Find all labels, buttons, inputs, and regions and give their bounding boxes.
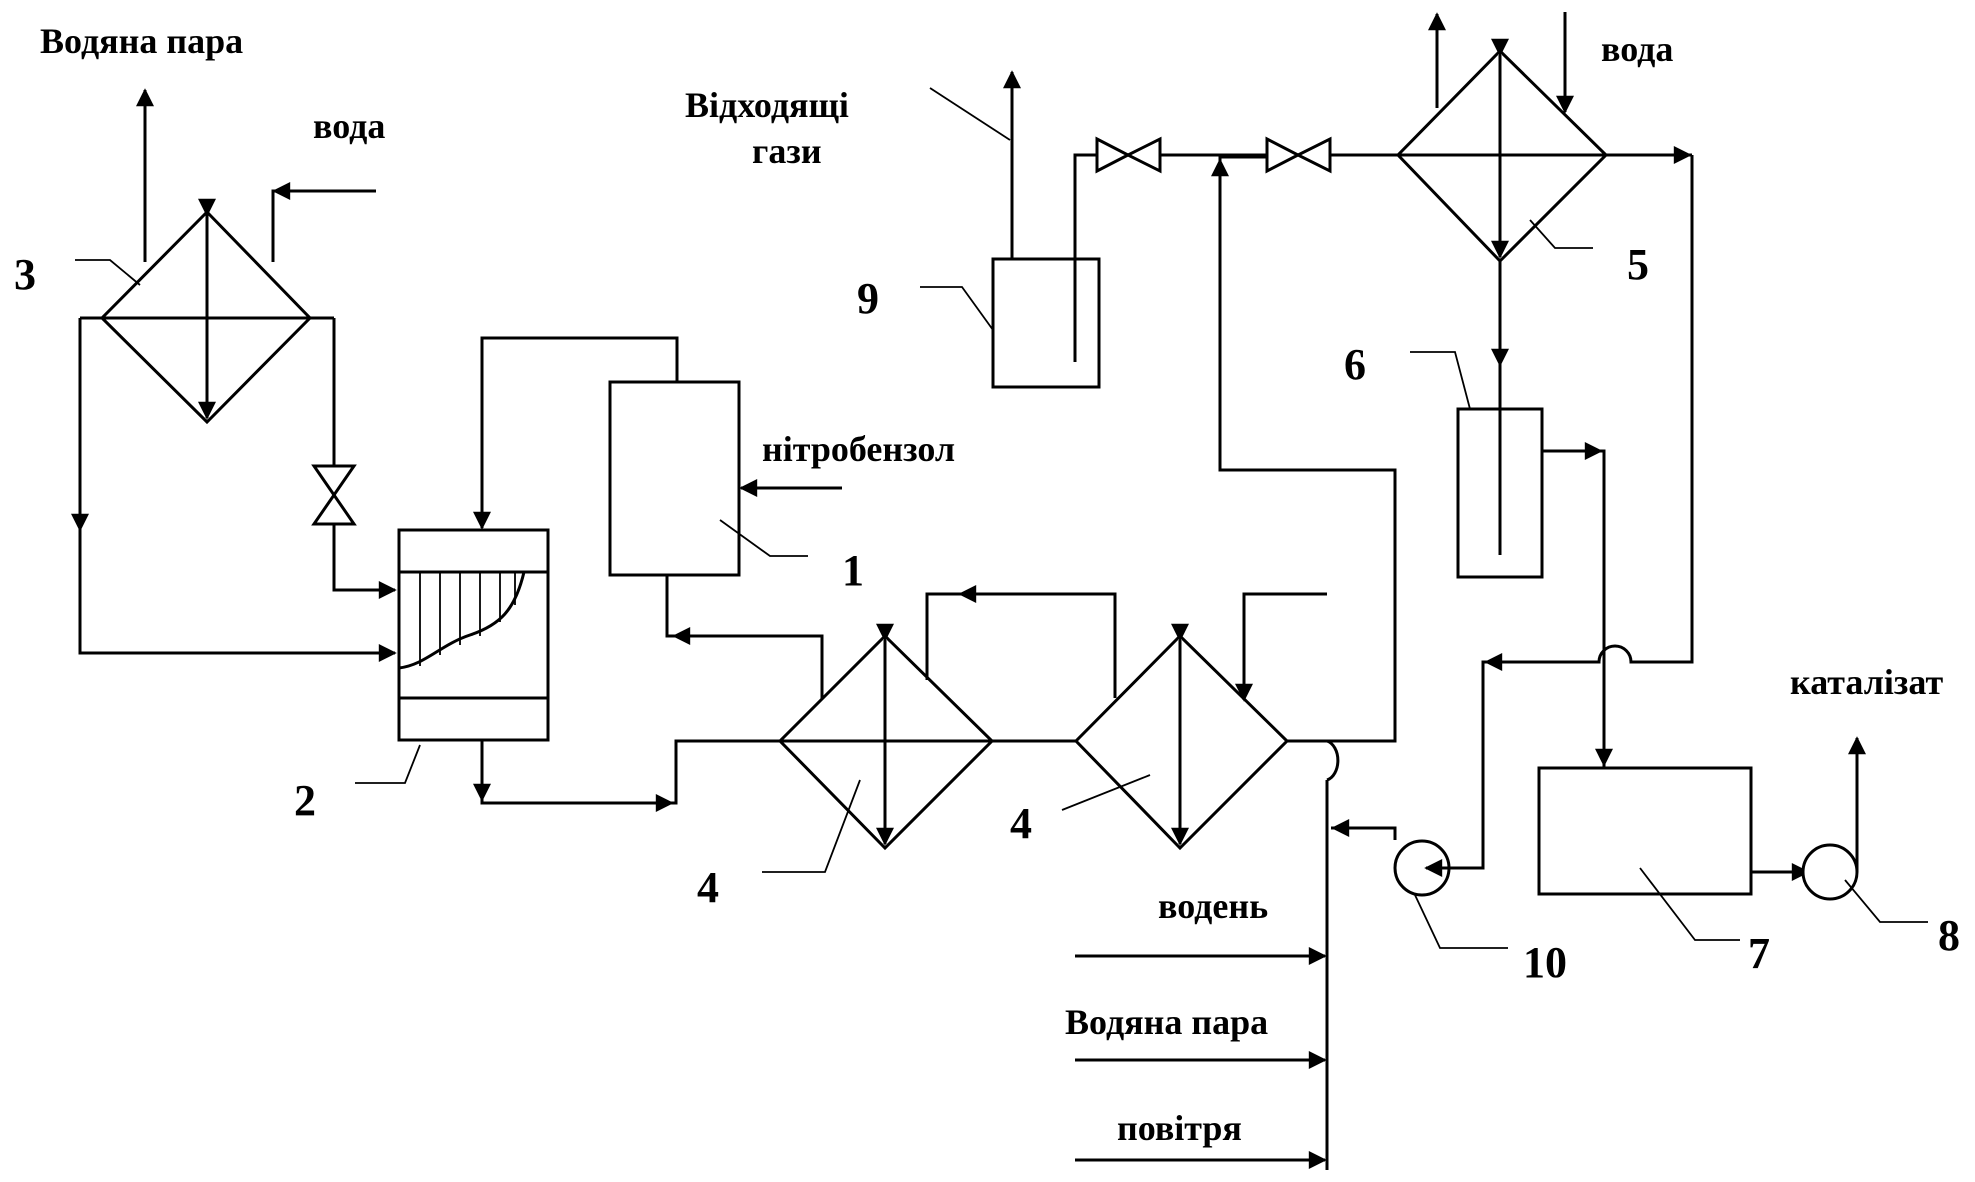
- equipment-number-9: 9: [857, 274, 879, 323]
- equipment-number-4b: 4: [1010, 799, 1032, 848]
- line-4a-4b-top: [925, 592, 1117, 698]
- evaporator-1: [608, 380, 741, 577]
- pump-10-outlet: [1331, 826, 1397, 840]
- valve-9: [1095, 136, 1162, 174]
- heat-exchanger-4a: [777, 623, 1076, 851]
- vapor-feed-line: [480, 336, 679, 528]
- equipment-number-7: 7: [1748, 929, 1770, 978]
- valve-5: [1265, 136, 1332, 174]
- label-offgas-1: Відходящі: [685, 85, 849, 125]
- equipment-number-1: 1: [842, 546, 864, 595]
- equipment-number-6: 6: [1344, 340, 1366, 389]
- label-steam-in: Водяна пара: [1065, 1002, 1268, 1042]
- line-1-to-hx4: [665, 575, 824, 700]
- pump-8: [1801, 843, 1859, 901]
- label-steam-out: Водяна пара: [40, 21, 243, 61]
- line-6-to-7: [1542, 449, 1606, 768]
- condensate-line-3-left: [78, 318, 395, 655]
- water-in-line-3: [271, 189, 376, 262]
- line-4b-outlet: [1287, 739, 1340, 782]
- equipment-number-10: 10: [1523, 938, 1567, 987]
- heat-exchanger-4b: [1073, 623, 1290, 851]
- label-water-5: вода: [1601, 29, 1673, 69]
- separator-6: [1456, 365, 1544, 579]
- reactor-2: [397, 528, 550, 742]
- heat-exchanger-3: [80, 198, 334, 425]
- separator-9: [991, 257, 1101, 389]
- equipment-number-4a: 4: [697, 863, 719, 912]
- leader-lines: [75, 219, 1928, 949]
- valve-3: [311, 464, 357, 526]
- label-nitrobenzene: нітробензол: [762, 429, 955, 469]
- label-water-3: вода: [313, 106, 385, 146]
- equipment-number-5: 5: [1627, 240, 1649, 289]
- equipment-number-2: 2: [294, 776, 316, 825]
- equipment-number-8: 8: [1938, 911, 1960, 960]
- equipment-number-3: 3: [14, 250, 36, 299]
- label-catalyst: каталізат: [1790, 662, 1943, 702]
- water-return-line: [1475, 155, 1694, 870]
- offgas-label-leader: [929, 87, 1011, 141]
- label-air: повітря: [1117, 1108, 1242, 1148]
- line-mixer-to-4b: [1242, 592, 1327, 700]
- label-hydrogen: водень: [1158, 886, 1268, 926]
- reactor-outlet-line: [480, 739, 780, 805]
- tank-7: [1537, 766, 1753, 896]
- label-offgas-2: гази: [752, 131, 822, 171]
